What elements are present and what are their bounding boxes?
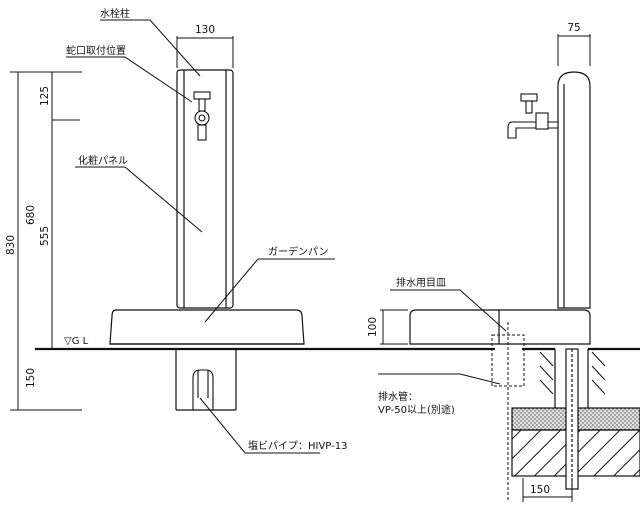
underground-side [511, 348, 640, 490]
post-width-dimension-lines [176, 36, 234, 68]
faucet-position-label: 蛇口取付位置 [66, 44, 126, 57]
garden-pan-front [109, 309, 305, 345]
drain-dish-label: 排水用目皿 [396, 276, 446, 289]
post-front [176, 69, 234, 309]
ground-level-label: ▽G L [64, 336, 89, 347]
faucet-front [193, 91, 211, 141]
total-height-dimension: 830 [5, 235, 17, 255]
pvc-pipe-front [192, 369, 214, 410]
panel-label: 化粧パネル [78, 154, 128, 167]
drain-pipe-label-2: VP-50以上(別途) [378, 403, 455, 416]
drain-dish [491, 322, 525, 500]
pan-height-dimension-lines [380, 309, 408, 345]
garden-pan-label: ガーデンパン [268, 245, 329, 258]
below-ground-dimension: 150 [25, 368, 37, 388]
post-label: 水栓柱 [100, 7, 130, 20]
side-width-dimension: 75 [567, 22, 580, 34]
bottom-width-dimension: 150 [530, 484, 550, 496]
drain-pipe-label-1: 排水管： [378, 390, 418, 403]
garden-pan-side [409, 309, 591, 345]
mid-segment-dimension: 555 [39, 226, 51, 246]
left-dimensions [10, 71, 82, 411]
top-segment-dimension: 125 [39, 86, 51, 106]
post-width-dimension: 130 [195, 24, 215, 36]
leaders-front [66, 19, 335, 454]
faucet-side [507, 93, 559, 139]
pvc-pipe-label: 塩ビパイプ：HIVP-13 [248, 439, 347, 452]
above-ground-dimension: 680 [25, 205, 37, 225]
leaders-side [378, 289, 507, 385]
bottom-width-dimension-lines [522, 478, 573, 502]
ground-hatch-marks [539, 351, 606, 395]
base-front [175, 349, 237, 411]
pan-height-dimension: 100 [367, 317, 379, 337]
side-width-dimension-lines [557, 34, 591, 66]
post-side [557, 71, 591, 309]
